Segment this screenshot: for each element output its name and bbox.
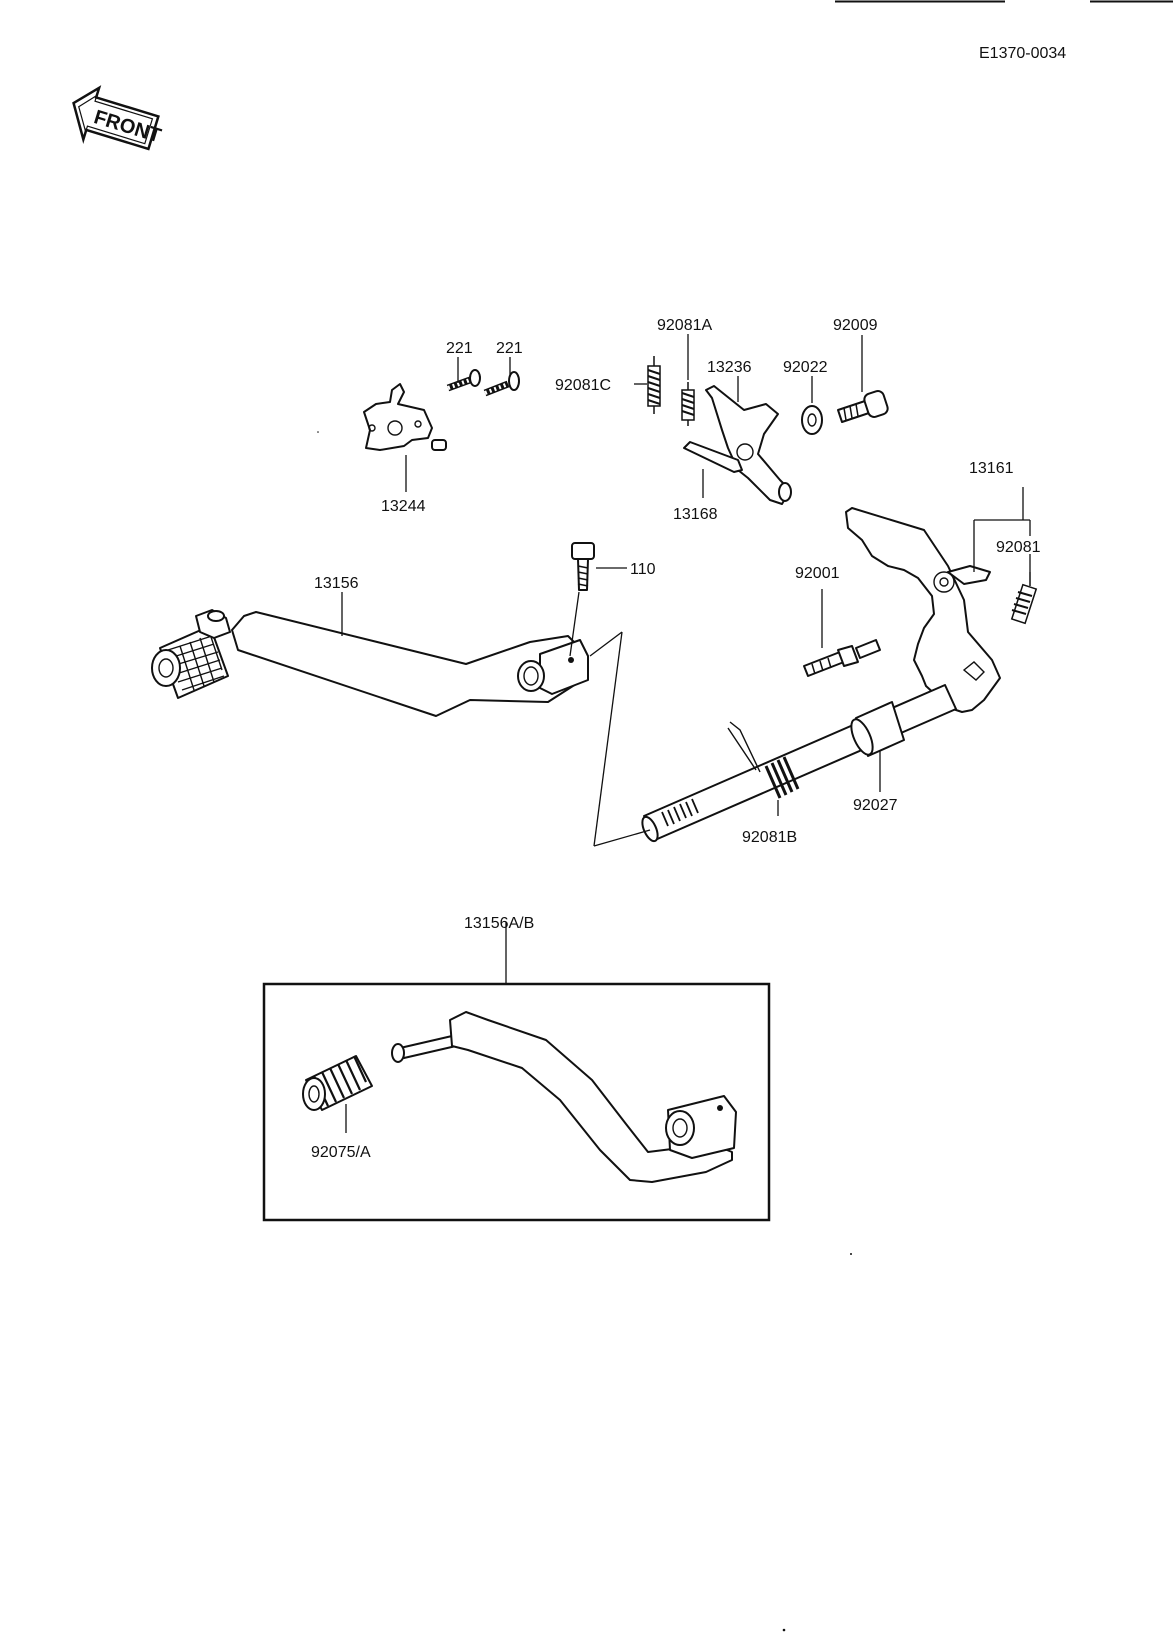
callout-92081: 92081 [996, 539, 1041, 556]
callout-92081a: 92081A [657, 317, 712, 334]
callout-110: 110 [630, 561, 656, 578]
callout-13168: 13168 [673, 506, 718, 523]
callout-92009: 92009 [833, 317, 878, 334]
callout-92081c: 92081C [555, 377, 611, 394]
bolt-92009 [837, 390, 889, 423]
callout-92081b: 92081B [742, 829, 797, 846]
screw-221-right [483, 371, 520, 397]
washer-92022 [801, 405, 823, 435]
lever-13236 [705, 385, 792, 505]
pedal-13156ab [391, 1011, 737, 1183]
callout-92001: 92001 [795, 565, 840, 582]
spring-92081c [647, 356, 661, 414]
shift-shaft-13161 [641, 507, 1001, 843]
scan-speck [850, 1253, 852, 1255]
bolt-110 [571, 542, 595, 591]
callout-13236: 13236 [707, 359, 752, 376]
spring-92081 [1010, 572, 1038, 625]
rubber-92075a [302, 1055, 373, 1111]
scan-speck [782, 1628, 786, 1632]
plate-13244 [363, 383, 447, 451]
callout-92075a: 92075/A [311, 1144, 371, 1161]
assembly-lines [569, 591, 651, 847]
callout-13156: 13156 [314, 575, 359, 592]
callout-13161: 13161 [969, 460, 1014, 477]
callout-13244: 13244 [381, 498, 426, 515]
spring-92081a [681, 382, 695, 426]
callout-92022: 92022 [783, 359, 828, 376]
screw-221-left [446, 369, 481, 392]
arm-13168 [683, 441, 743, 473]
callout-221-left: 221 [446, 340, 473, 357]
callout-13156ab: 13156A/B [464, 915, 534, 932]
scan-speck [317, 431, 319, 433]
callout-221-right: 221 [496, 340, 523, 357]
stud-92001 [803, 639, 881, 677]
inset-frame [262, 982, 771, 1222]
document-code: E1370-0034 [979, 45, 1066, 62]
callout-92027: 92027 [853, 797, 898, 814]
pedal-13156 [151, 609, 589, 717]
front-arrow-icon: FRONT [72, 85, 164, 151]
